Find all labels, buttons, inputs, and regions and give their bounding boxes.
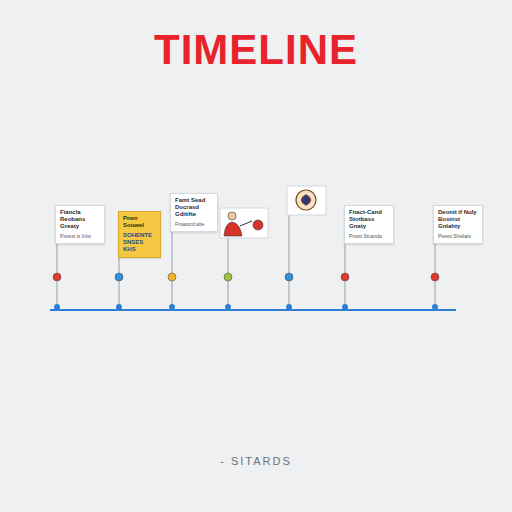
emblem-picture bbox=[287, 186, 326, 215]
timeline-axis bbox=[50, 309, 456, 311]
flag-note: Pxoest is Inlst bbox=[60, 233, 101, 239]
milestone-flag: Fiancla Reobans GreatyPxoest is Inlst bbox=[55, 205, 105, 244]
person-picture bbox=[220, 208, 268, 238]
flag-note: SOHENTE SNSES KHS bbox=[123, 232, 157, 253]
flag-heading: Pnen Souwel bbox=[123, 215, 157, 229]
flag-heading: Fnact-Cand Stotbass Gnaty bbox=[349, 209, 390, 230]
flag-heading: Fiancla Reobans Greaty bbox=[60, 209, 101, 230]
milestone-flag: Deonit if Nuly Bosinst GnlahtyPtesst She… bbox=[433, 205, 483, 244]
milestone-flag: Pnen SouwelSOHENTE SNSES KHS bbox=[118, 211, 161, 258]
timeline-title: TIMELINE bbox=[0, 26, 512, 74]
timeline-caption: - SITARDS bbox=[0, 455, 512, 467]
axis-dots bbox=[54, 304, 438, 310]
flag-heading: Deonit if Nuly Bosinst Gnlahty bbox=[438, 209, 479, 230]
flag-note: Ptesst Sheliats bbox=[438, 233, 479, 239]
flag-note: Frsasord alte bbox=[175, 221, 214, 227]
flag-poles bbox=[57, 190, 435, 306]
milestone-flag: Fnact-Cand Stotbass GnatyPrsott Stcanda bbox=[344, 205, 394, 244]
flag-note: Prsott Stcanda bbox=[349, 233, 390, 239]
milestone-flag: Famt Sead Docrasd GditifteFrsasord alte bbox=[170, 193, 218, 232]
milestone-dots bbox=[53, 273, 439, 281]
flag-heading: Famt Sead Docrasd Gditifte bbox=[175, 197, 214, 218]
